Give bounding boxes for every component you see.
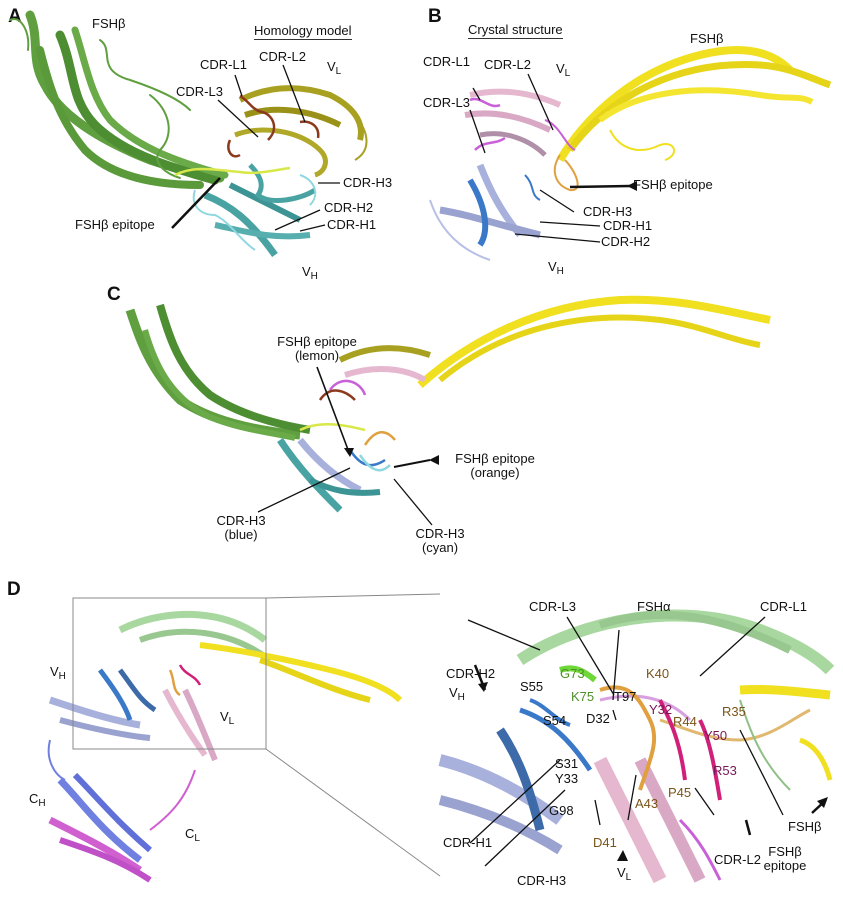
panel-d-vl-label: VL [220,709,235,728]
panel-c-epitope-orange-label: FSHβ epitope (orange) [455,451,535,480]
panel-d-inset-ribbons [438,609,835,884]
zoom-line-bottom [265,748,441,877]
panel-a-cdr-h1-label: CDR-H1 [327,217,377,232]
panel-a-vh-ribbon [174,163,317,258]
residue-p45: P45 [668,785,692,800]
residue-y32: Y32 [649,702,673,717]
inset-cdr-h3-label: CDR-H3 [517,873,567,888]
panel-c-letter: C [107,284,121,305]
panel-a-cdr-h3-label: CDR-H3 [343,175,393,190]
panel-a-cdr-h2-label: CDR-H2 [324,200,374,215]
residue-y33: Y33 [555,771,579,786]
leader-lines [171,64,827,867]
panel-b-cdr-l1-label: CDR-L1 [423,54,470,69]
panel-b-vl-label: VL [556,61,571,80]
panel-b-vl-ribbon [464,88,576,157]
panel-d-cl-label: CL [185,826,200,845]
residue-s55: S55 [520,679,544,694]
panel-a-cdr-l1-label: CDR-L1 [200,57,247,72]
panel-b-cdr-h1-label: CDR-H1 [603,218,653,233]
inset-cdr-l1-label: CDR-L1 [760,599,807,614]
panel-d-overview-ribbons [47,610,403,883]
panel-b-epitope-arrowhead [627,181,637,191]
zoom-line-top [265,593,441,599]
residue-y50: Y50 [704,728,728,743]
inset-vl-label: VL [617,865,632,884]
residue-k40: K40 [646,666,670,681]
residue-a43: A43 [635,796,659,811]
panel-d-fshb-arrowhead [817,797,828,808]
residue-s54: S54 [543,713,567,728]
panel-d-vh-label: VH [50,664,66,683]
inset-cdr-h2-label: CDR-H2 [446,666,496,681]
panel-b-vh-label: VH [548,259,564,278]
inset-cdr-l2-label: CDR-L2 [714,852,761,867]
panel-b-vh-ribbon [429,163,541,261]
residue-r53: R53 [713,763,737,778]
panel-d-vh-arrowhead [478,682,488,692]
residue-k75: K75 [571,689,595,704]
arrowheads [344,181,828,861]
panel-a-epitope-label: FSHβ epitope [75,217,155,232]
panel-b-title: Crystal structure [468,22,563,39]
panel-a-cdr-l3-label: CDR-L3 [176,84,223,99]
panel-b-cdr-h2-label: CDR-H2 [601,234,651,249]
inset-vh-label: VH [449,685,465,704]
panel-c-lemon-arrowhead [344,448,354,457]
panel-c-h3-cyan-label: CDR-H3 (cyan) [415,526,465,555]
residue-g73: G73 [560,666,585,681]
panel-d-letter: D [7,579,21,600]
residue-d32: D32 [586,711,610,726]
panel-a-vl-ribbon [227,85,368,178]
panel-a-vh-label: VH [302,264,318,283]
panel-c-epitope-lemon-label: FSHβ epitope (lemon) [277,334,357,363]
panel-a-vl-label: VL [327,59,342,78]
residue-s31: S31 [555,756,579,771]
panel-b-cdr-l2-label: CDR-L2 [484,57,531,72]
panel-a-letter: A [8,6,22,27]
panel-a-cdr-l2-label: CDR-L2 [259,49,306,64]
residue-r35: R35 [722,704,746,719]
residue-r44: R44 [673,714,697,729]
panel-a-fshb-label: FSHβ [92,16,126,31]
panel-b-letter: B [428,6,442,27]
inset-fsha-label: FSHα [637,599,671,614]
inset-cdr-l3-label: CDR-L3 [529,599,576,614]
panel-a-fshb-ribbon [9,10,229,189]
inset-fshb-label: FSHβ [788,819,822,834]
inset-epitope-label: FSHβ epitope [763,844,807,873]
panel-d-vl-arrowhead [617,850,628,861]
panel-b-fshb-ribbon [553,46,832,192]
panel-b-cdr-h3-label: CDR-H3 [583,204,633,219]
panel-b-fshb-label: FSHβ [690,31,724,46]
residue-t97: T97 [614,689,637,704]
panel-a-title: Homology model [254,23,352,40]
residue-d41: D41 [593,835,617,850]
residue-g98: G98 [549,803,574,818]
inset-cdr-h1-label: CDR-H1 [443,835,493,850]
panel-b-epitope-label: FSHβ epitope [633,177,713,192]
panel-d-ch-label: CH [29,791,46,810]
panel-c-h3-blue-label: CDR-H3 (blue) [216,513,266,542]
zoom-region-box [72,597,267,750]
panel-c-epitope-arrowhead [429,455,439,465]
panel-c-overlay-ribbons [125,295,771,513]
panel-b-cdr-l3-label: CDR-L3 [423,95,470,110]
